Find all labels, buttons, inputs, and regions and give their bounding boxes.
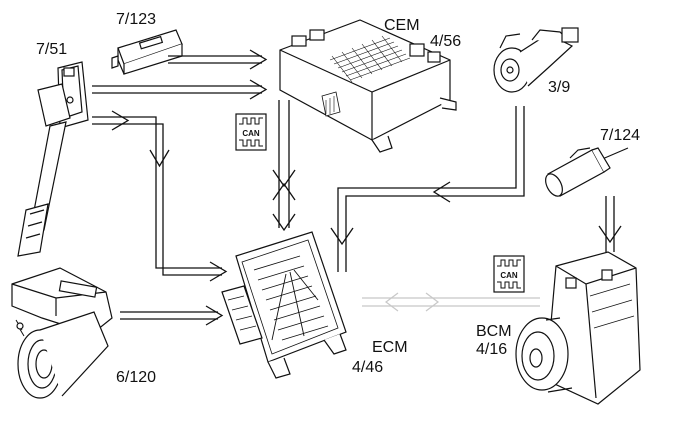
label-pedal: 7/51 [36, 41, 67, 58]
can-label: CAN [500, 271, 518, 280]
cem-module-icon [279, 19, 457, 153]
arrow-temp-to-bcm [598, 196, 622, 252]
can-badge: CAN [493, 255, 525, 293]
can-badge: CAN [235, 113, 267, 151]
label-switch: 3/9 [548, 79, 570, 96]
temperature-sensor-icon [545, 147, 629, 197]
label-temp-sensor: 7/124 [600, 127, 640, 144]
label-ecm-name: ECM [372, 339, 408, 356]
label-sensor-7-123: 7/123 [116, 11, 156, 28]
label-cem-code: 4/56 [430, 33, 461, 50]
bcm-module-icon [515, 251, 641, 405]
accelerator-pedal-icon [17, 61, 89, 257]
sensor-7-123-icon [111, 29, 183, 75]
can-label: CAN [242, 129, 260, 138]
label-bcm-name: BCM [476, 323, 512, 340]
label-ecm-code: 4/46 [352, 359, 383, 376]
switch-3-9-icon [493, 27, 579, 93]
arrow-cem-to-ecm [272, 100, 296, 232]
label-cem-name: CEM [384, 17, 420, 34]
arrow-throttle-to-ecm [120, 305, 224, 326]
can-bus-link [362, 292, 540, 312]
ecm-module-icon [221, 231, 347, 379]
arrow-switch-to-ecm [330, 106, 525, 272]
arrow-sensor-to-cem [168, 49, 268, 70]
arrow-pedal-to-ecm [92, 110, 228, 282]
signal-arrows [92, 49, 622, 326]
label-bcm-code: 4/16 [476, 341, 507, 358]
arrow-pedal-to-cem [92, 79, 268, 100]
throttle-body-icon [11, 267, 113, 399]
label-throttle: 6/120 [116, 369, 156, 386]
